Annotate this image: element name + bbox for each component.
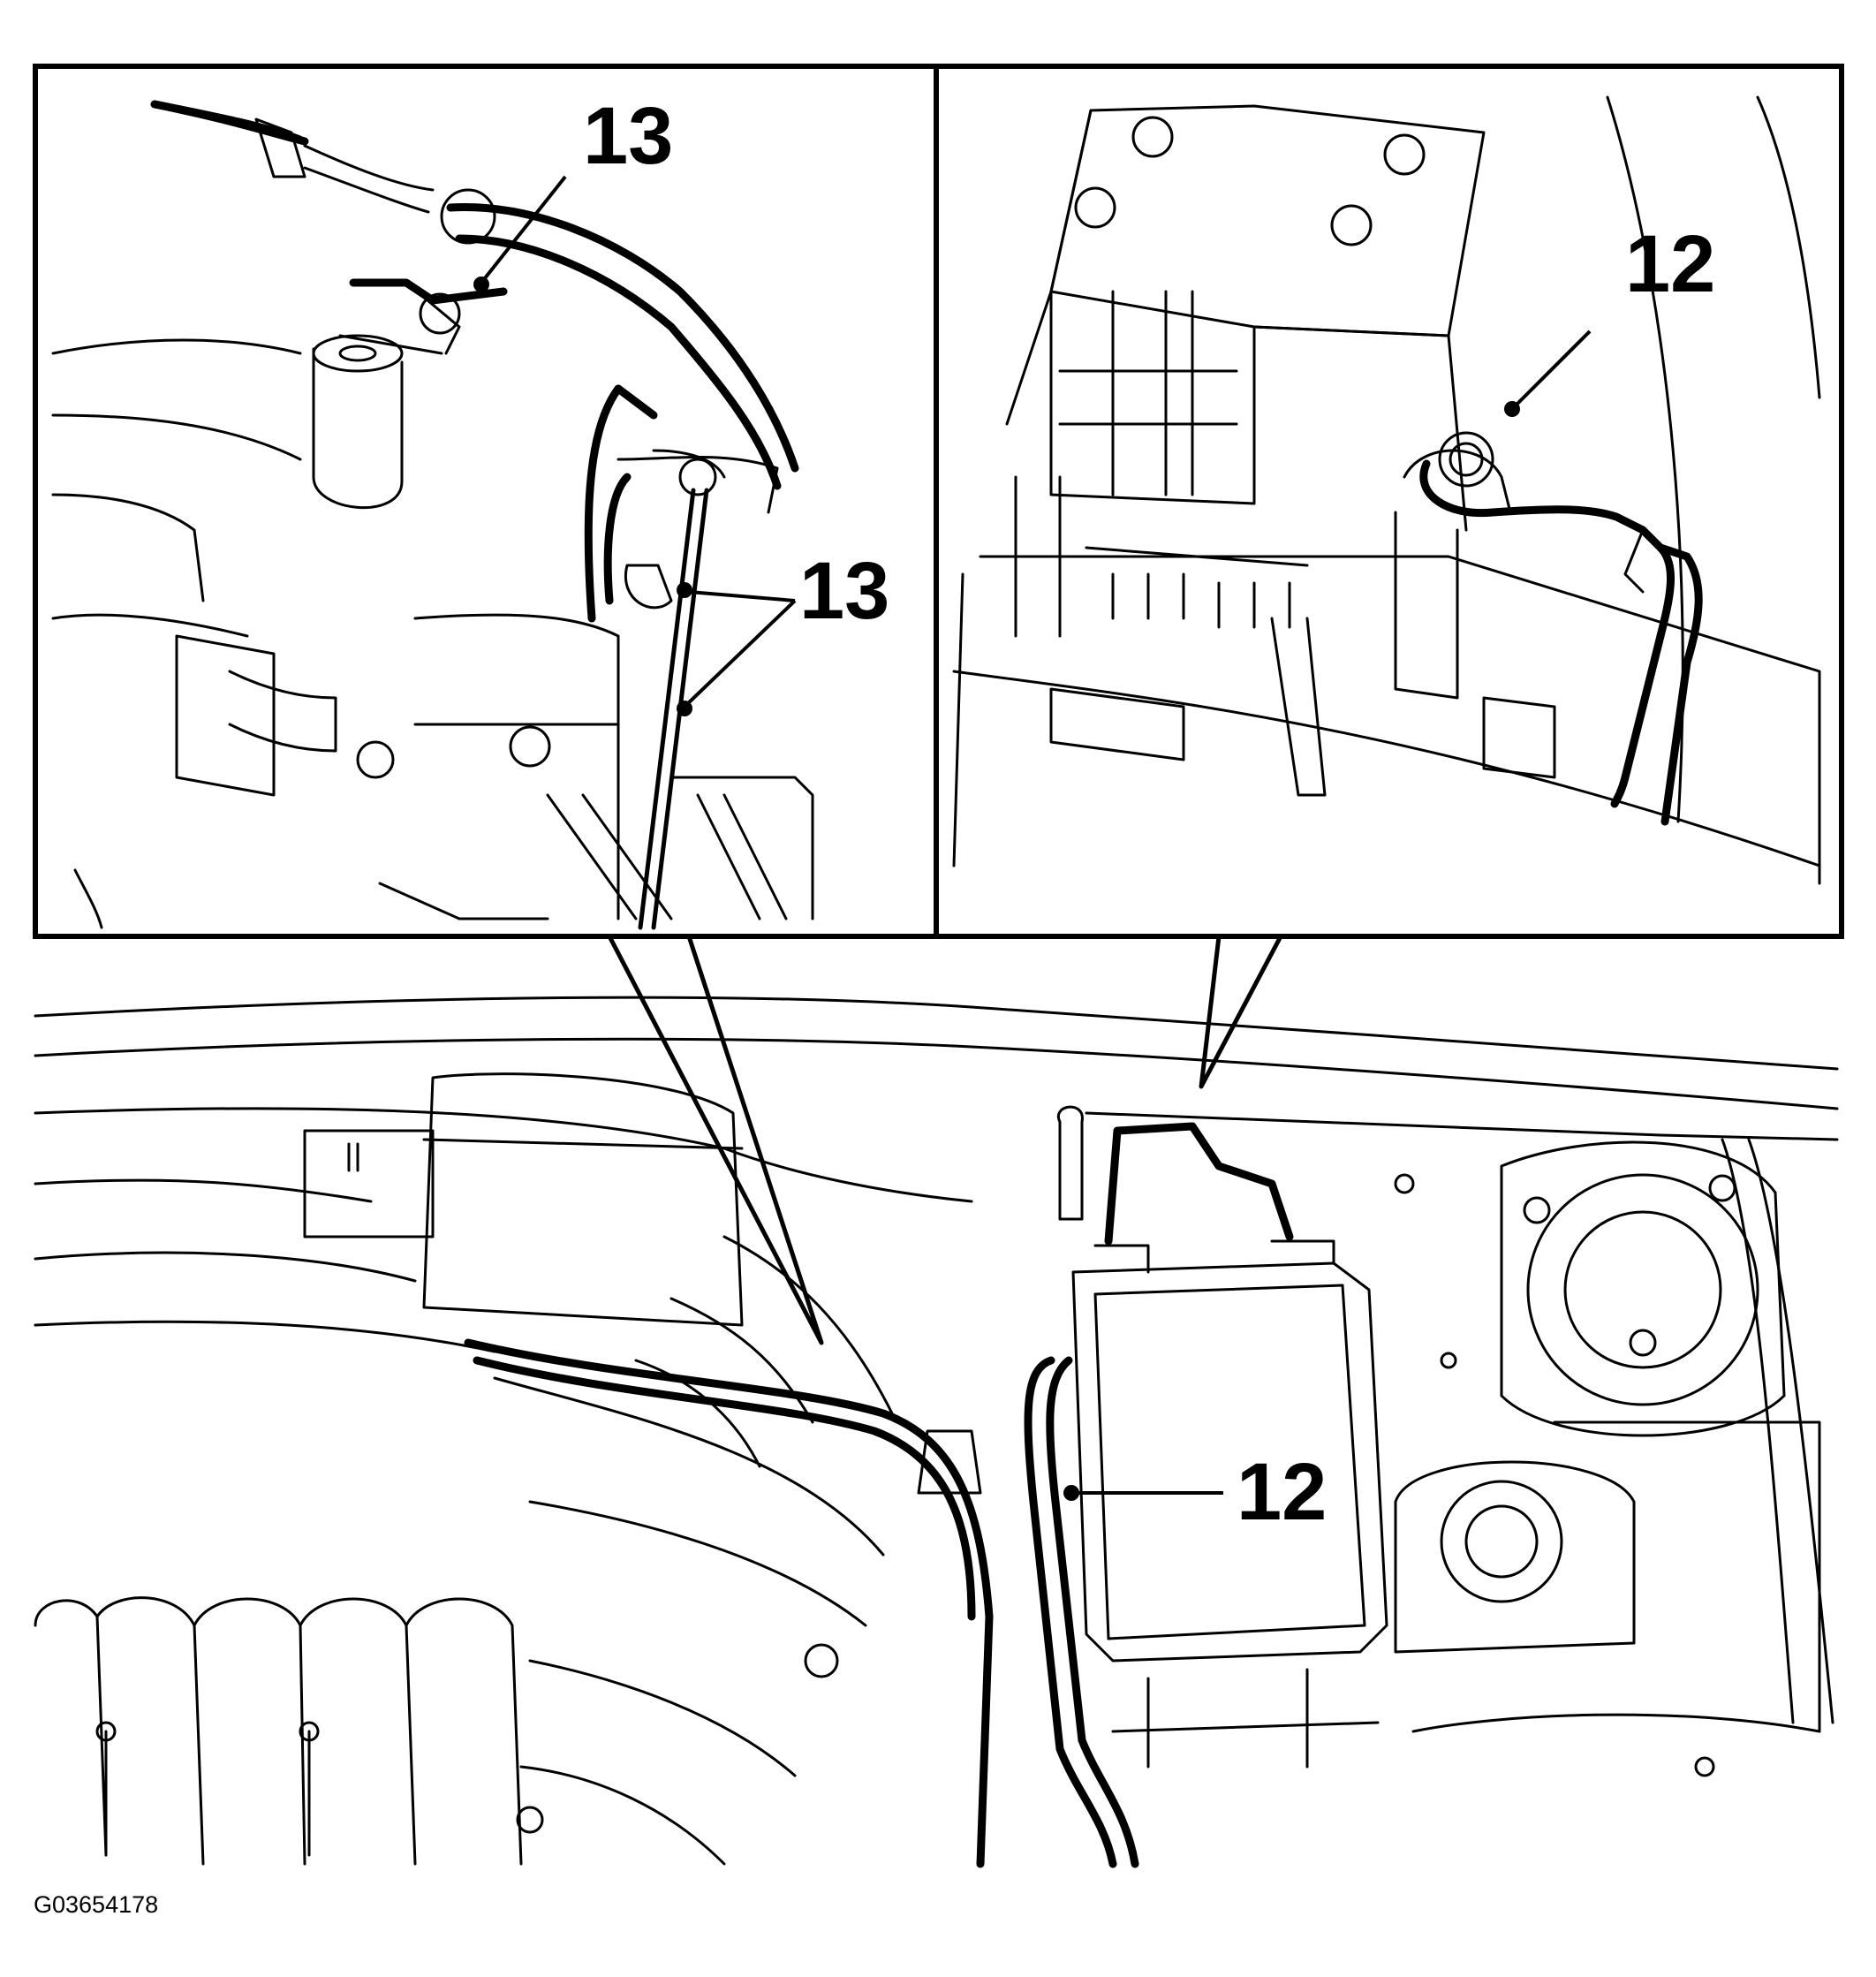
callout-13-top: 13 — [583, 91, 673, 181]
callout-12-main: 12 — [1237, 1447, 1327, 1537]
main-engine-view — [34, 934, 1839, 1868]
callout-12-inset: 12 — [1625, 219, 1715, 309]
leader-13-mid-b — [683, 599, 797, 708]
inset-right-frame — [934, 64, 1844, 939]
leader-dot-13-top — [473, 276, 489, 292]
leader-13-top — [480, 175, 567, 284]
leader-12-inset — [1513, 330, 1592, 408]
inset-left-panel: 13 13 — [33, 64, 939, 939]
inset-right-panel: 12 — [934, 64, 1844, 939]
callout-13-mid: 13 — [799, 546, 889, 636]
leader-13-mid-a — [688, 590, 796, 602]
figure-id: G03654178 — [34, 1891, 158, 1918]
